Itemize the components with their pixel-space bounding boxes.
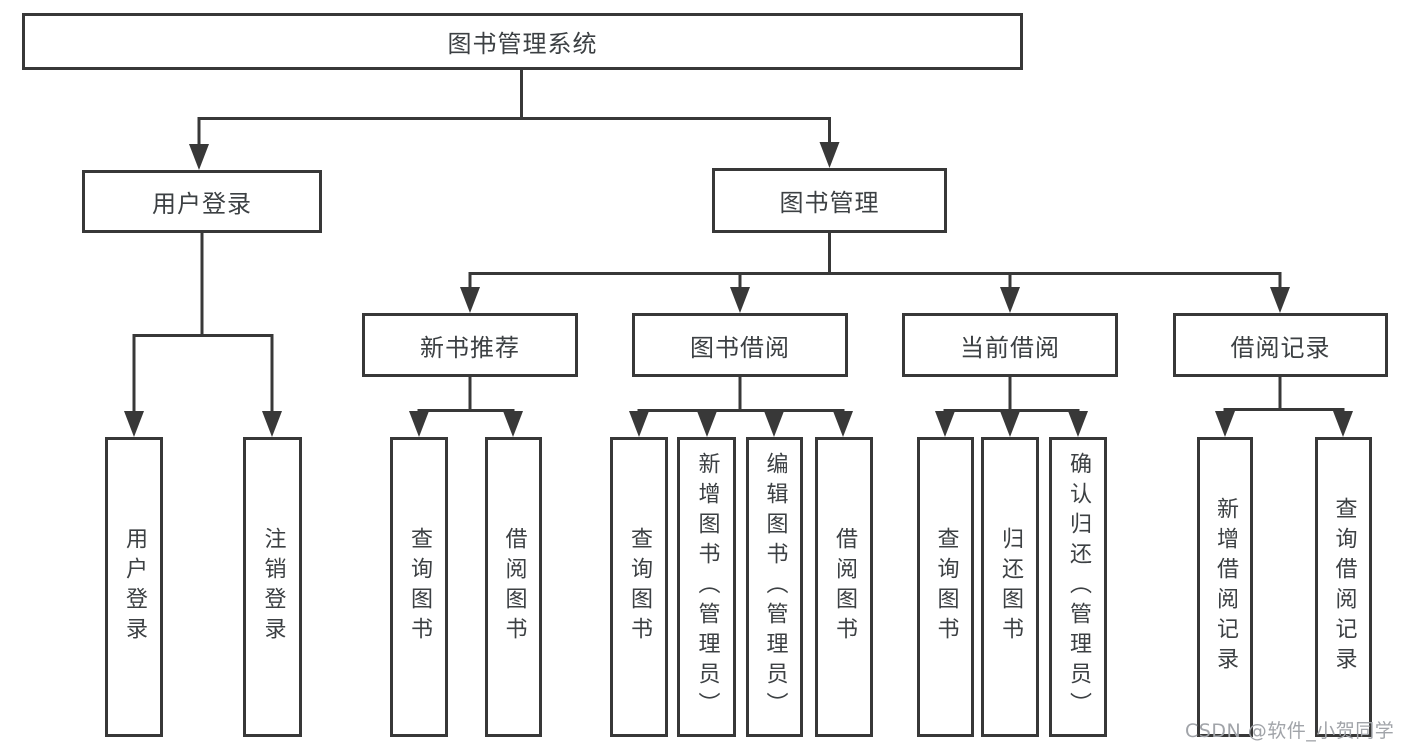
leaf-label: 查询图书 bbox=[627, 527, 652, 647]
leaf-label: 借阅图书 bbox=[832, 527, 857, 647]
leaf-query-books: 查询图书 bbox=[390, 437, 448, 737]
node-current-borrow: 当前借阅 bbox=[902, 313, 1118, 377]
csdn-watermark: CSDN @软件_小贺同学 bbox=[1185, 720, 1395, 742]
leaf-borrow-books: 借阅图书 bbox=[485, 437, 542, 737]
node-borrow-records: 借阅记录 bbox=[1173, 313, 1388, 377]
leaf-label: 查询借阅记录 bbox=[1331, 497, 1357, 677]
leaf-query-books: 查询图书 bbox=[917, 437, 974, 737]
node-book-management: 图书管理 bbox=[712, 168, 947, 233]
leaf-label: 归还图书 bbox=[998, 527, 1023, 647]
leaf-label: 确认归还（管理员） bbox=[1066, 452, 1091, 722]
node-label: 借阅记录 bbox=[1230, 333, 1331, 362]
leaf-label: 注销登录 bbox=[260, 527, 286, 647]
leaf-label: 新增图书（管理员） bbox=[694, 452, 720, 722]
leaf-query-borrow-record: 查询借阅记录 bbox=[1315, 437, 1372, 737]
leaf-label: 查询图书 bbox=[933, 527, 959, 647]
node-label: 用户登录 bbox=[152, 190, 252, 218]
leaf-edit-books-admin: 编辑图书（管理员） bbox=[746, 437, 803, 737]
node-library-system: 图书管理系统 bbox=[22, 13, 1023, 70]
leaf-add-books-admin: 新增图书（管理员） bbox=[677, 437, 736, 737]
leaf-label: 借阅图书 bbox=[501, 527, 527, 647]
leaf-label: 编辑图书（管理员） bbox=[762, 452, 788, 722]
node-label: 图书借阅 bbox=[690, 333, 790, 362]
node-label: 当前借阅 bbox=[960, 333, 1060, 362]
leaf-label: 新增借阅记录 bbox=[1213, 497, 1238, 677]
node-new-book-recommend: 新书推荐 bbox=[362, 313, 578, 377]
leaf-add-borrow-record: 新增借阅记录 bbox=[1197, 437, 1253, 737]
leaf-label: 查询图书 bbox=[407, 527, 432, 647]
leaf-label: 用户登录 bbox=[122, 527, 147, 647]
leaf-borrow-books: 借阅图书 bbox=[815, 437, 873, 737]
leaf-confirm-return-admin: 确认归还（管理员） bbox=[1049, 437, 1107, 737]
leaf-logout-login: 注销登录 bbox=[243, 437, 302, 737]
leaf-return-books: 归还图书 bbox=[981, 437, 1039, 737]
leaf-query-books: 查询图书 bbox=[610, 437, 668, 737]
node-label: 新书推荐 bbox=[420, 333, 520, 362]
node-user-login: 用户登录 bbox=[82, 170, 322, 233]
leaf-user-login: 用户登录 bbox=[105, 437, 163, 737]
node-label: 图书管理系统 bbox=[447, 30, 598, 58]
node-label: 图书管理 bbox=[779, 189, 880, 217]
node-book-borrow: 图书借阅 bbox=[632, 313, 848, 377]
